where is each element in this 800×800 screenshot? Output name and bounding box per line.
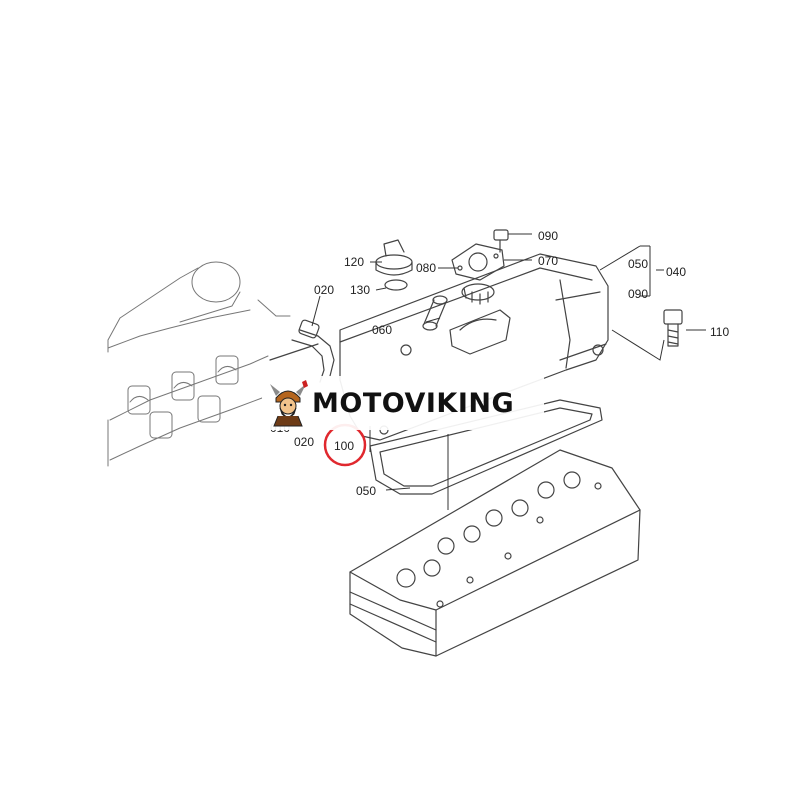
breather-hose — [269, 319, 335, 383]
leader-lines — [311, 233, 706, 510]
callout-060: 060 — [372, 323, 392, 337]
breather-assembly — [422, 229, 509, 331]
callout-080: 080 — [416, 261, 436, 275]
viking-logo-icon — [270, 380, 308, 427]
callout-110: 110 — [710, 325, 729, 339]
callout-020-top: 020 — [314, 283, 334, 297]
callout-100: 100 — [334, 439, 354, 453]
callout-050-bottom: 050 — [356, 484, 376, 498]
intake-manifold — [107, 261, 291, 467]
brand-watermark: MOTOVIKING — [262, 376, 544, 430]
callout-070: 070 — [538, 254, 558, 268]
cylinder-head — [349, 449, 641, 657]
callout-090-top: 090 — [538, 229, 558, 243]
callout-120: 120 — [344, 255, 364, 269]
callout-130: 130 — [350, 283, 370, 297]
bolt-110 — [663, 309, 683, 347]
oil-filler-cap — [375, 239, 413, 291]
brand-name: MOTOVIKING — [312, 387, 515, 419]
callout-090-right: 090 — [628, 287, 648, 301]
callout-040: 040 — [666, 265, 686, 279]
callout-020-bottom: 020 — [294, 435, 314, 449]
head-cover-gasket — [369, 399, 603, 495]
callout-050-right: 050 — [628, 257, 648, 271]
